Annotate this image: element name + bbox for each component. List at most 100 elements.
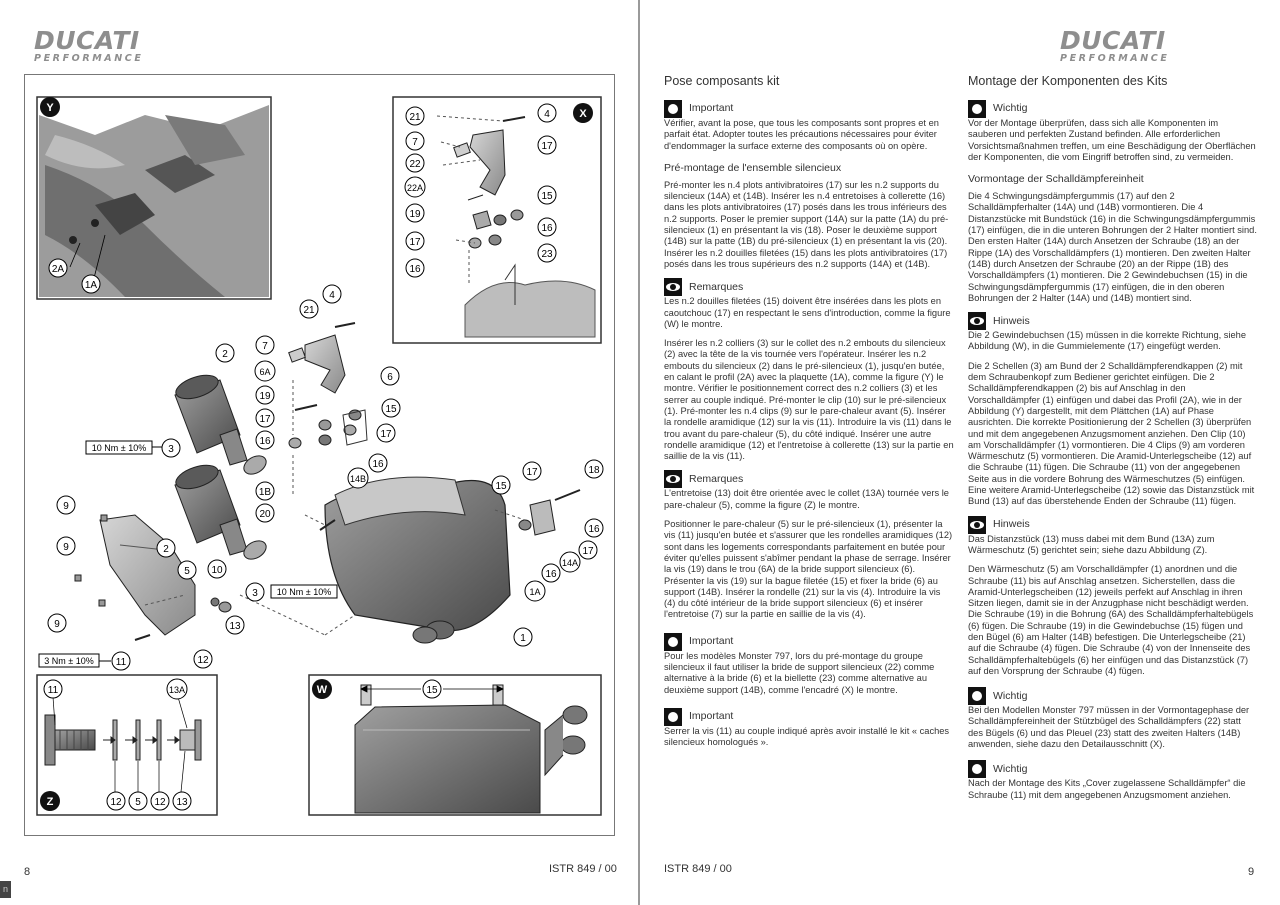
note-remark: Hinweis: [968, 515, 1258, 534]
section-title: Pose composants kit: [664, 74, 780, 88]
important-icon: [664, 707, 682, 726]
callout-1: 1: [520, 633, 526, 644]
callout-23: 23: [541, 249, 553, 260]
paragraph: Die 4 Schwingungsdämpfergummis (17) auf …: [968, 191, 1257, 303]
view-label-x: X: [579, 108, 587, 120]
callout-9: 9: [63, 501, 69, 512]
torque-label: 10 Nm ± 10%: [92, 443, 146, 453]
note-text: Das Distanzstück (13) muss dabei mit dem…: [968, 533, 1215, 555]
callout-9: 9: [63, 542, 69, 553]
callout-2: 2: [163, 544, 169, 555]
main-exploded-view: 2 2 3 3 21 4 7 6A 6 19 17 16 15 17 16 14…: [38, 284, 604, 671]
important-icon: [968, 687, 986, 706]
torque-label: 3 Nm ± 10%: [44, 656, 93, 666]
paragraph: Die 2 Schellen (3) am Bund der 2 Schalld…: [968, 360, 1255, 507]
callout-1a: 1A: [529, 587, 540, 597]
page-number: 9: [1248, 866, 1255, 878]
note-important: Important: [664, 100, 954, 118]
callout-22a: 22A: [407, 183, 423, 193]
note-text: Vor der Montage überprüfen, dass sich al…: [968, 118, 1256, 162]
note-important: Important: [664, 632, 954, 651]
callout-16: 16: [409, 264, 421, 275]
detail-z: Z 11 13A 12 5 12 13: [36, 674, 218, 816]
note-remark: Remarques: [664, 470, 954, 489]
callout-21: 21: [303, 305, 315, 316]
ducati-performance-logo: DUCATI PERFORMANCE: [34, 26, 144, 64]
callout-12: 12: [154, 797, 166, 808]
subsection-title: Pré-montage de l'ensemble silencieux: [664, 161, 842, 174]
callout-15: 15: [541, 191, 553, 202]
callout-20: 20: [259, 509, 271, 520]
section-title: Montage der Komponenten des Kits: [968, 74, 1168, 88]
callout-7: 7: [262, 341, 268, 352]
callout-3: 3: [168, 444, 174, 455]
note-text: Die 2 Gewindebuchsen (15) müssen in die …: [968, 330, 1247, 352]
note-important: Important: [664, 707, 954, 726]
callout-12: 12: [110, 797, 122, 808]
eye-icon: [968, 312, 986, 331]
callout-19: 19: [409, 209, 421, 220]
important-icon: [664, 632, 682, 651]
callout-16: 16: [541, 223, 553, 234]
callout-12: 12: [197, 655, 209, 666]
callout-17: 17: [582, 546, 594, 557]
eye-icon: [664, 470, 682, 489]
paragraph: Den Wärmeschutz (5) am Vorschalldämpfer …: [968, 564, 1254, 676]
callout-9: 9: [54, 619, 60, 630]
callout-15: 15: [495, 481, 507, 492]
callout-5: 5: [184, 566, 190, 577]
view-label-y: Y: [46, 102, 54, 114]
note-text: Les n.2 douilles filetées (15) doivent ê…: [664, 296, 951, 329]
view-label-z: Z: [47, 796, 54, 808]
note-important: Wichtig: [968, 760, 1258, 779]
callout-13a: 13A: [169, 685, 185, 695]
callout-16: 16: [588, 524, 600, 535]
callout-13: 13: [229, 621, 241, 632]
page-number: 8: [24, 866, 31, 878]
callout-4: 4: [329, 290, 335, 301]
detail-w: W 15: [308, 674, 602, 816]
callout-4: 4: [544, 109, 550, 120]
callout-5: 5: [135, 797, 141, 808]
eye-icon: [968, 515, 986, 534]
french-column: Pose composants kit Important Vérifier, …: [664, 74, 954, 752]
callout-22: 22: [409, 159, 421, 170]
callout-11: 11: [48, 685, 59, 696]
note-remark: Remarques: [664, 278, 954, 297]
ducati-performance-logo: DUCATI PERFORMANCE: [1060, 26, 1170, 64]
callout-15: 15: [426, 685, 438, 696]
note-text: L'entretoise (13) doit être orientée ave…: [664, 488, 949, 510]
callout-11: 11: [116, 657, 127, 668]
note-text: Serrer la vis (11) au couple indiqué apr…: [664, 725, 950, 748]
note-important: Wichtig: [968, 100, 1258, 118]
callout-6a: 6A: [259, 367, 270, 377]
note-important: Wichtig: [968, 687, 1258, 706]
callout-18: 18: [588, 465, 600, 476]
callout-17: 17: [541, 141, 553, 152]
note-text: Nach der Montage des Kits „Cover zugelas…: [968, 778, 1246, 800]
callout-17: 17: [259, 414, 271, 425]
callout-16: 16: [372, 459, 384, 470]
callout-2a: 2A: [52, 264, 65, 275]
exploded-assembly-diagram: Y 2A 1A X 21 7 22 22A 19 17 16: [24, 74, 615, 836]
paragraph: Positionner le pare-chaleur (5) sur le p…: [664, 519, 953, 620]
detail-x: X 21 7 22 22A 19 17 16 4 17 15 16 23: [392, 96, 602, 344]
important-icon: [968, 760, 986, 779]
callout-3: 3: [252, 588, 258, 599]
torque-label: 10 Nm ± 10%: [277, 587, 331, 597]
paragraph: Pré-monter les n.4 plots antivibratoires…: [664, 179, 949, 269]
callout-2: 2: [222, 349, 228, 360]
important-icon: [968, 100, 986, 118]
doc-reference: ISTR 849 / 00: [549, 863, 617, 875]
callout-15: 15: [385, 404, 397, 415]
corner-tab: n: [0, 881, 11, 898]
page-spread-divider: [638, 0, 640, 905]
important-icon: [664, 100, 682, 118]
paragraph: Insérer les n.2 colliers (3) sur le coll…: [664, 338, 954, 462]
doc-reference: ISTR 849 / 00: [664, 863, 732, 875]
callout-16: 16: [259, 436, 271, 447]
callout-10: 10: [211, 565, 223, 576]
german-column: Montage der Komponenten des Kits Wichtig…: [968, 74, 1258, 805]
callout-19: 19: [259, 391, 271, 402]
callout-17: 17: [526, 467, 538, 478]
